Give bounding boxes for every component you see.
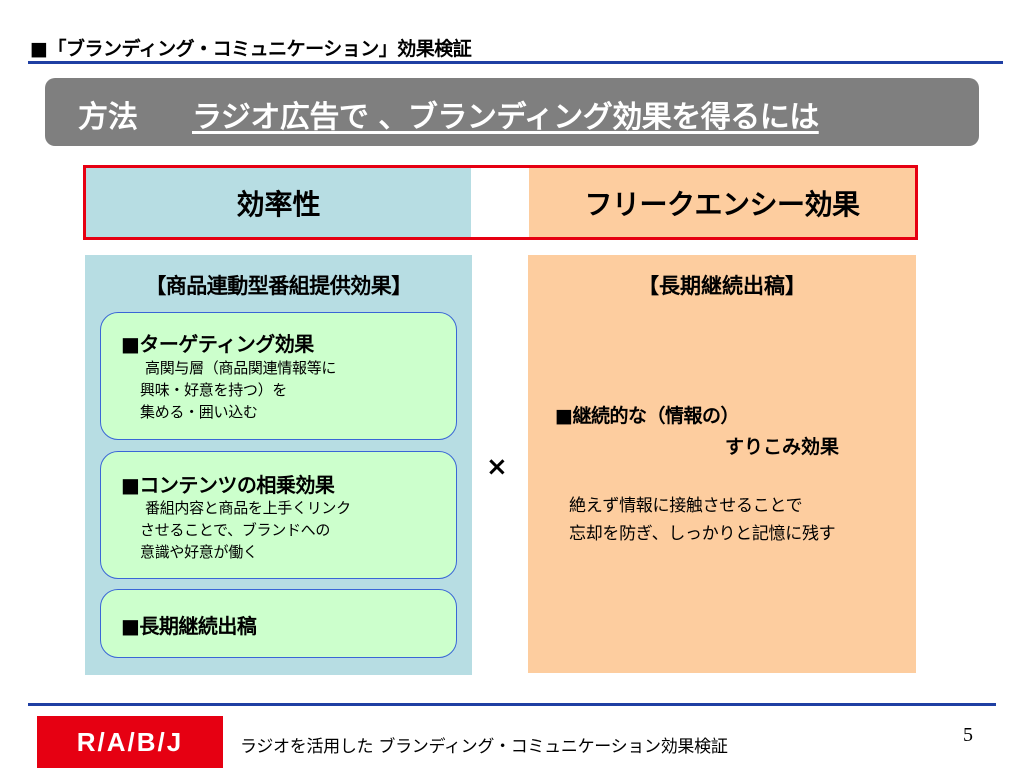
page-number: 5: [963, 724, 973, 746]
targeting-card-title: ■ターゲティング効果: [121, 332, 314, 356]
frequency-column-heading: 【長期継続出稿】: [638, 274, 806, 298]
imprinting-item-line2: すりこみ効果: [725, 436, 840, 458]
multiply-sign: ×: [486, 452, 508, 482]
rabj-logo-text: R/A/B/J: [76, 726, 184, 757]
rabj-logo: R/A/B/J: [37, 716, 223, 768]
footer-text: ラジオを活用した ブランディング・コミュニケーション効果検証: [240, 737, 728, 757]
targeting-card-line: 興味・好意を持つ）を: [140, 381, 288, 399]
long-term-card: [100, 589, 457, 658]
content-synergy-card-title: ■コンテンツの相乗効果: [121, 473, 335, 497]
imprinting-item-line1: ■継続的な（情報の）: [555, 405, 739, 427]
content-synergy-card-line: 意識や好意が働く: [140, 543, 258, 561]
long-term-card-title: ■長期継続出稿: [121, 614, 257, 638]
top-divider: [28, 61, 1003, 64]
imprinting-body-line1: 絶えず情報に接触させることで: [569, 496, 803, 516]
targeting-card: [100, 312, 457, 440]
imprinting-body-line2: 忘却を防ぎ、しっかりと記憶に残す: [569, 524, 836, 544]
efficiency-column-heading: 【商品連動型番組提供効果】: [145, 274, 412, 298]
targeting-card-line: 高関与層（商品関連情報等に: [145, 359, 337, 377]
bottom-divider: [28, 703, 996, 706]
method-banner: [45, 78, 979, 146]
content-synergy-card-line: 番組内容と商品を上手くリンク: [145, 499, 351, 517]
targeting-card-line: 集める・囲い込む: [140, 403, 258, 421]
method-text: ラジオ広告で 、ブランディング効果を得るには: [192, 100, 819, 135]
content-synergy-card-line: させることで、ブランドへの: [140, 521, 331, 539]
content-synergy-card: [100, 451, 457, 579]
efficiency-header: 効率性: [86, 168, 471, 237]
method-label: 方法: [78, 100, 138, 135]
frequency-column: [528, 255, 916, 673]
frequency-header: フリークエンシー効果: [529, 168, 915, 237]
slide-title: ■「ブランディング・コミュニケーション」効果検証: [30, 38, 472, 60]
